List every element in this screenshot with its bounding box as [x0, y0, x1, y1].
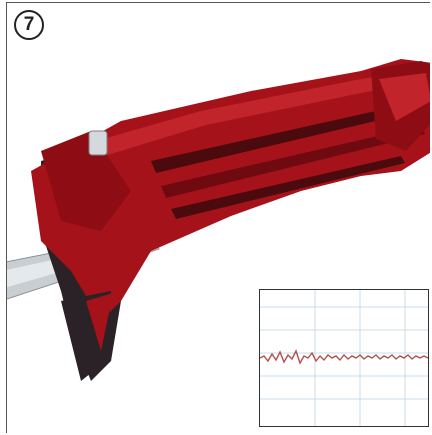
signal-trace-inset [259, 289, 429, 427]
tool-head [41, 131, 131, 231]
step-number-badge: 7 [14, 10, 44, 40]
signal-trace [260, 349, 428, 365]
trace-chart [260, 290, 428, 426]
illustration-frame: 7 [6, 2, 430, 433]
knob [88, 130, 108, 156]
red-tool-photo [7, 59, 430, 381]
